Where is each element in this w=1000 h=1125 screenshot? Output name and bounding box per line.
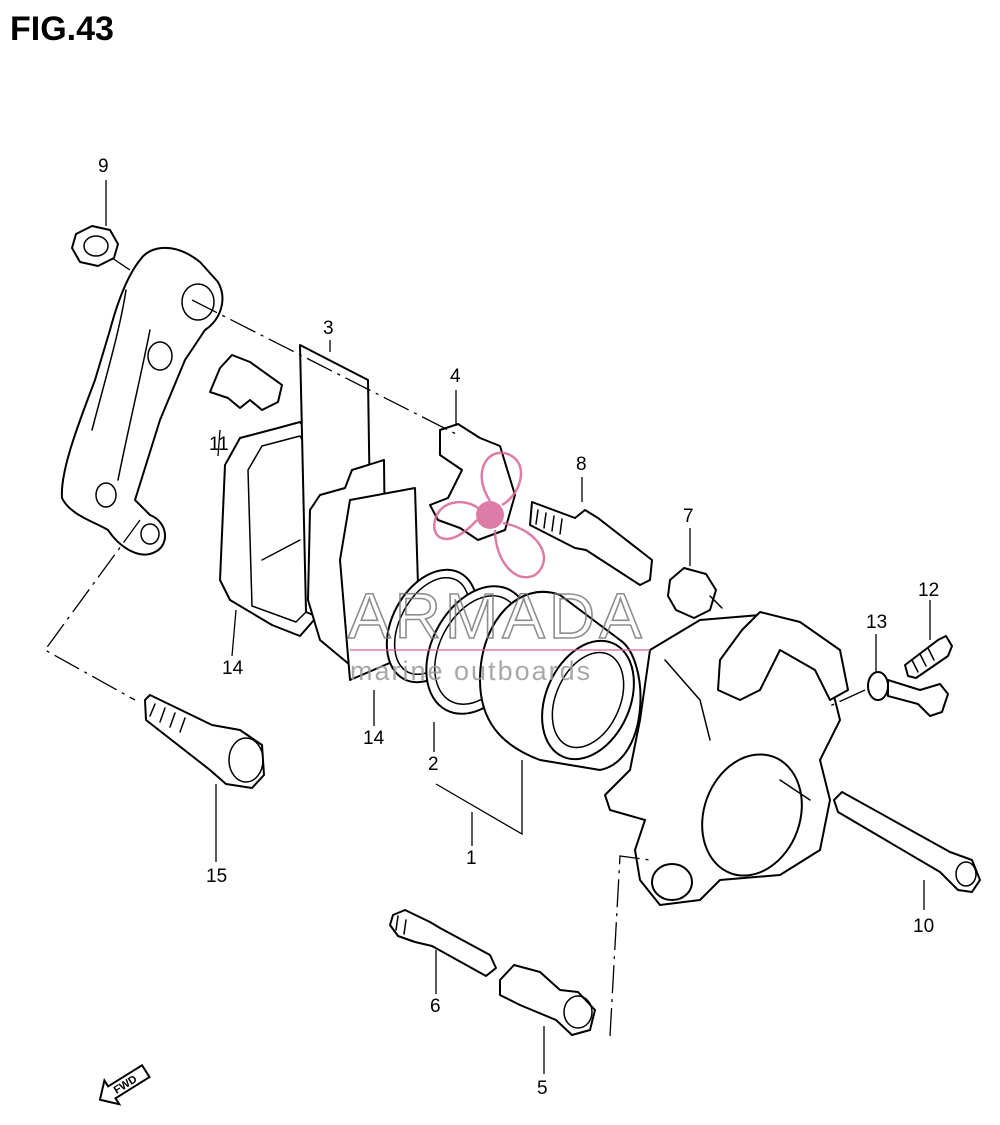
callout-2: 2	[428, 754, 439, 775]
part-10-slide-pin	[833, 791, 981, 893]
part-14-brake-pad-inner	[219, 421, 315, 637]
leader-lines	[44, 180, 931, 1074]
callout-15: 15	[206, 866, 227, 887]
callout-9: 9	[98, 156, 109, 177]
part-8-slide-pin	[529, 501, 653, 586]
watermark: ARMADA marine outboards	[347, 451, 650, 686]
watermark-tagline: marine outboards	[350, 656, 592, 686]
callout-1: 1	[466, 848, 477, 869]
callout-11: 11	[209, 434, 229, 455]
callout-7: 7	[683, 506, 694, 527]
caliper-bracket	[60, 246, 224, 556]
part-9-nut	[71, 225, 119, 267]
callout-10: 10	[913, 916, 934, 937]
callout-14-inner: 14	[222, 658, 244, 679]
part-15-mounting-bolt	[144, 694, 265, 789]
part-6-bleeder-valve	[389, 909, 497, 977]
callout-labels: 9 3 4 8 7 12 13 11 14 14 2 1 15 10 6 5	[98, 156, 939, 1099]
caliper-body	[604, 611, 849, 906]
callout-8: 8	[576, 454, 587, 475]
part-4-pad-retainer	[429, 423, 516, 541]
part-11-pad-spring	[209, 354, 283, 411]
callout-13: 13	[866, 612, 887, 633]
propeller-logo-icon	[432, 451, 546, 579]
part-12-bleeder-screw	[904, 635, 953, 679]
callout-5: 5	[537, 1078, 548, 1099]
watermark-brand: ARMADA	[348, 580, 646, 652]
part-7-bleeder-cap	[667, 567, 723, 619]
callout-3: 3	[323, 318, 334, 339]
callout-14-outer: 14	[363, 728, 385, 749]
part-5-pin-sleeve	[499, 964, 596, 1036]
part-1-piston	[479, 590, 642, 771]
forward-arrow-icon: FWD	[98, 1063, 151, 1106]
callout-12: 12	[918, 580, 939, 601]
figure-title: FIG.43	[10, 10, 114, 48]
part-13-gasket	[867, 671, 949, 717]
callout-4: 4	[450, 366, 461, 387]
callout-6: 6	[430, 996, 441, 1017]
